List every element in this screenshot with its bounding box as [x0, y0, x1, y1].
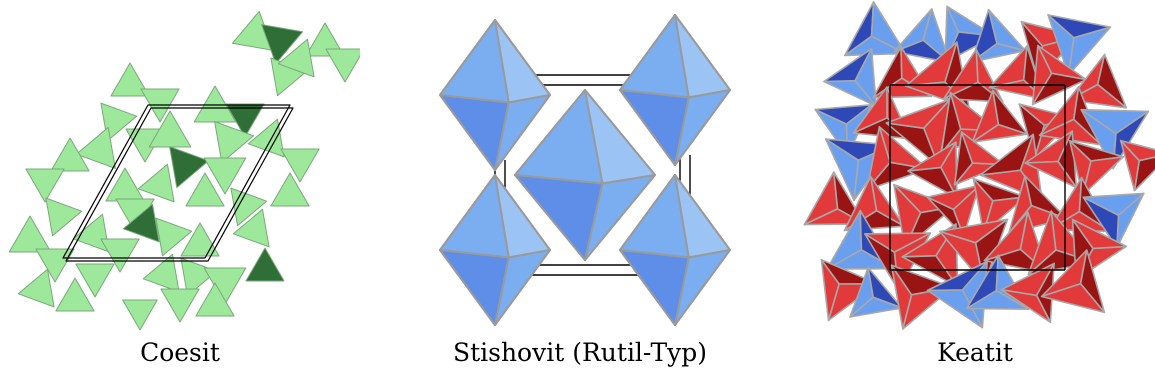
- tetrahedron-36-c: [1082, 192, 1145, 217]
- tetrahedron-17: [137, 163, 175, 203]
- tetrahedron-35: [180, 222, 220, 257]
- coesit-panel: Coesit: [0, 0, 360, 392]
- tetrahedron-2: [305, 22, 345, 57]
- tetrahedron-36: [180, 257, 218, 297]
- tetrahedron-39: [55, 277, 95, 312]
- tetrahedron-22: [105, 167, 145, 202]
- tetrahedron-9: [75, 126, 116, 169]
- tetrahedron-37-c: [826, 249, 896, 270]
- tetrahedron-50-c: [1040, 282, 1106, 314]
- tetrahedron-43-c: [1071, 218, 1128, 250]
- octahedron-top-right-face-6: [674, 89, 731, 166]
- tetrahedron-17-c: [971, 123, 1029, 143]
- tetrahedron-26-c: [1024, 160, 1078, 189]
- tetrahedron-41: [245, 247, 285, 282]
- tetrahedron-45-c: [849, 296, 903, 318]
- tetrahedron-42: [160, 288, 200, 323]
- tetrahedron-38-c: [864, 232, 932, 253]
- tetrahedron-24: [203, 157, 247, 195]
- tetrahedron-15-c: [885, 98, 951, 129]
- tetrahedron-3: [325, 48, 360, 83]
- tetrahedron-38: [75, 263, 115, 298]
- tetrahedron-27: [232, 208, 270, 248]
- stishovit-structure-diagram: [439, 14, 731, 326]
- tetrahedron-27-c: [1081, 156, 1125, 196]
- tetrahedron-24-c: [960, 131, 1005, 166]
- tetrahedron-43: [195, 282, 235, 317]
- tetrahedron-0-c: [870, 1, 907, 55]
- tetrahedron-12-c: [1068, 83, 1128, 109]
- tetrahedron-13: [247, 118, 285, 158]
- octahedron-top-left-face-6: [494, 94, 551, 171]
- tetrahedron-42-c: [1027, 210, 1057, 276]
- tetrahedron-32: [122, 203, 160, 243]
- tetrahedron-19: [25, 168, 65, 203]
- tetrahedron-41-c: [983, 211, 1029, 262]
- tetrahedron-28: [45, 197, 83, 237]
- tetrahedron-11: [225, 103, 265, 138]
- octahedron-bottom-left-face-6: [494, 249, 551, 326]
- tetrahedron-25: [185, 172, 225, 207]
- tetrahedron-44: [17, 268, 55, 308]
- tetrahedron-32-c: [926, 184, 981, 211]
- tetrahedron-6-c: [854, 47, 877, 107]
- tetrahedron-23-c: [907, 141, 957, 172]
- tetrahedron-11-c: [1031, 44, 1053, 106]
- tetrahedron-5-c: [1067, 26, 1112, 76]
- tetrahedron-1-c: [893, 8, 933, 53]
- tetrahedron-37: [142, 253, 180, 293]
- tetrahedron-26: [230, 187, 268, 227]
- tetrahedron-16: [169, 146, 210, 189]
- coesit-caption: Coesit: [140, 338, 220, 367]
- tetrahedron-31: [35, 248, 75, 283]
- octahedron-center-face-6: [584, 174, 656, 261]
- unit-cell-inner: [65, 107, 294, 262]
- tetrahedron-12: [214, 121, 255, 164]
- tetrahedron-34: [100, 238, 140, 273]
- tetrahedron-21: [270, 172, 310, 207]
- tetrahedron-30: [8, 215, 52, 253]
- keatit-structure-diagram: [803, 1, 1155, 330]
- tetrahedron-31-c: [893, 183, 922, 249]
- tetrahedron-8: [100, 102, 138, 142]
- tetrahedron-9-c: [943, 48, 979, 100]
- tetrahedron-1: [261, 24, 304, 65]
- keatit-caption: Keatit: [937, 338, 1013, 367]
- tetrahedron-18: [50, 137, 90, 172]
- keatit-panel: Keatit: [795, 0, 1155, 392]
- coesit-structure-diagram: [8, 10, 360, 330]
- stishovit-panel: Stishovit (Rutil-Typ): [400, 0, 760, 392]
- unit-cell-outer: [62, 104, 291, 259]
- tetrahedron-49-c: [1000, 288, 1052, 324]
- tetrahedron-20: [280, 148, 320, 183]
- tetrahedron-3-c: [987, 8, 1027, 52]
- tetrahedron-29: [72, 213, 110, 253]
- tetrahedron-5: [277, 38, 315, 78]
- tetrahedron-33: [155, 217, 193, 257]
- tetrahedron-22-c: [866, 126, 891, 191]
- stishovit-caption: Stishovit (Rutil-Typ): [452, 338, 708, 367]
- tetrahedron-14-c: [852, 86, 888, 134]
- tetrahedron-45: [122, 299, 158, 330]
- tetrahedron-28-c: [1119, 139, 1141, 192]
- tetrahedron-6: [110, 62, 150, 97]
- octahedron-bottom-right-face-6: [674, 249, 731, 326]
